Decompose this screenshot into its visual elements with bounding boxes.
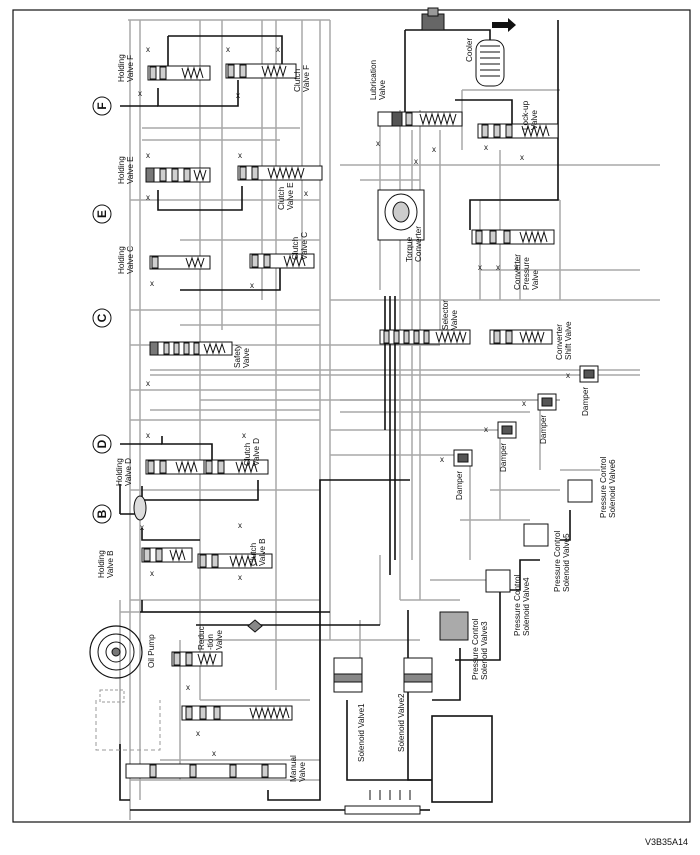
label-damper-1: Damper [455,471,464,500]
diagram-frame [12,9,691,823]
svg-text:x: x [238,573,242,582]
label-cooler: Cooler [465,38,474,62]
svg-text:x: x [138,89,142,98]
svg-text:x: x [146,193,150,202]
svg-text:x: x [140,523,144,532]
svg-text:x: x [566,371,570,380]
label-clutch-valve-b: ClutchValve B [249,538,267,566]
circuit-c-letter: C [95,313,109,322]
svg-text:x: x [414,157,418,166]
label-clutch-valve-c: ClutchValve C [291,232,309,260]
svg-text:x: x [522,399,526,408]
circuit-b-letter: B [95,509,109,518]
safety-valve-body [149,341,233,356]
svg-text:x: x [150,279,154,288]
lube-filter [421,7,445,31]
label-converter-pressure-valve: ConverterPressureValve [513,254,540,290]
label-damper-4: Damper [581,387,590,416]
svg-text:x: x [238,151,242,160]
label-holding-valve-d: HoldingValve D [115,458,133,486]
orifice-marks: x x x x x x x x x x x x x x x x x x x x x x x x x x x x… [138,45,570,758]
circuit-e-letter: E [95,210,109,218]
label-holding-valve-e: HoldingValve E [117,156,135,184]
svg-text:x: x [484,143,488,152]
svg-text:x: x [250,281,254,290]
manual-valve-body [125,763,287,779]
dampers [453,365,599,467]
svg-text:x: x [150,569,154,578]
label-clutch-valve-d: ClutchValve D [243,438,261,466]
label-torque-converter: TorqueConverter [405,226,423,262]
svg-text:x: x [236,91,240,100]
svg-text:x: x [212,749,216,758]
svg-text:x: x [484,425,488,434]
label-pcsv-4: Pressure ControlSolenoid Valve4 [513,574,531,636]
circuit-letters: F E C D B [95,102,109,518]
svg-text:x: x [514,263,518,272]
converter-pressure-valve-body [471,229,555,245]
label-holding-valve-b: HoldingValve B [97,550,115,578]
svg-text:x: x [226,45,230,54]
label-holding-valve-c: HoldingValve C [117,246,135,274]
svg-text:x: x [432,145,436,154]
strainer [344,805,421,815]
svg-text:x: x [304,189,308,198]
svg-text:x: x [496,263,500,272]
label-lubrication-valve: LubricationValve [369,59,387,100]
svg-text:x: x [478,263,482,272]
label-damper-3: Damper [539,415,548,444]
svg-text:x: x [186,683,190,692]
circuit-d-letter: D [95,439,109,448]
circuit-d-marker [92,434,112,454]
label-pcsv-5: Pressure ControlSolenoid Valve5 [553,530,571,592]
svg-text:x: x [146,151,150,160]
label-solenoid-valve-1: Solenoid Valve1 [357,703,366,762]
label-pcsv-3: Pressure ControlSolenoid Valve3 [471,618,489,680]
svg-text:x: x [440,455,444,464]
label-safety-valve: SafetyValve [233,344,251,368]
circuit-f-marker [92,96,112,116]
svg-text:x: x [376,139,380,148]
label-oil-pump: Oil Pump [147,634,156,668]
circuit-markers [92,96,112,524]
label-clutch-valve-f: ClutchValve F [293,65,311,92]
component-labels: HoldingValve F ClutchValve F HoldingValv… [97,38,617,782]
oil-pump [89,625,161,751]
svg-text:x: x [146,379,150,388]
cooler [475,39,505,87]
svg-text:x: x [276,45,280,54]
valve-shapes [125,63,559,779]
circuit-f-letter: F [95,102,109,109]
svg-text:x: x [520,153,524,162]
svg-text:x: x [146,45,150,54]
circuit-e-marker [92,204,112,224]
svg-text:x: x [242,431,246,440]
accumulator-b [133,495,147,521]
label-clutch-valve-e: ClutchValve E [277,182,295,210]
reference-code: V3B35A14 [645,837,688,847]
torque-converter [377,189,425,241]
label-damper-2: Damper [499,443,508,472]
svg-text:x: x [238,521,242,530]
label-manual-valve: ManualValve [289,755,307,782]
label-reduction-valve: Reduc-tionValve [197,626,224,650]
solenoid-valves [333,479,593,693]
svg-text:x: x [146,431,150,440]
label-lockup-valve: Lock-upValve [521,100,539,130]
filter-diamond [247,619,263,633]
label-converter-shift-valve: ConverterShift Valve [555,321,573,360]
circuit-c-marker [92,308,112,328]
label-solenoid-valve-2: Solenoid Valve2 [397,693,406,752]
label-holding-valve-f: HoldingValve F [117,54,135,82]
svg-text:x: x [196,729,200,738]
flow-arrow [492,18,516,32]
holding-valve-f-body [147,65,211,81]
circuit-b-marker [92,504,112,524]
label-pcsv-6: Pressure ControlSolenoid Valve6 [599,456,617,518]
strainer-slits [369,790,411,800]
label-selector-valve: SelectorValve [441,300,459,330]
